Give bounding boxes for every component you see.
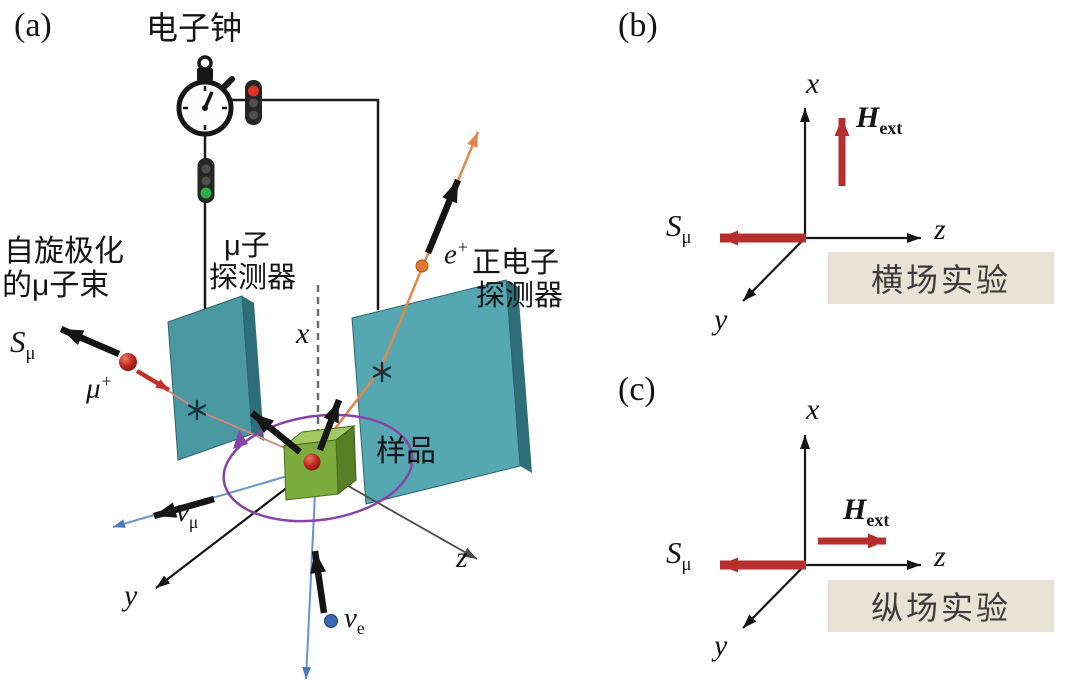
axis-y-label-c: y <box>714 629 728 662</box>
spin-label-b: Sμ <box>666 208 692 249</box>
muon-detector-label-line1: μ子 <box>224 230 270 262</box>
y-axis <box>155 469 311 589</box>
axis-z-label-c: z <box>934 540 946 573</box>
sample-label: 样品 <box>376 435 436 468</box>
muon-velocity-arrow <box>135 369 171 392</box>
positron-hit-mark <box>372 361 392 383</box>
axes-b <box>742 108 921 302</box>
muon-detector-panel <box>167 295 264 461</box>
field-label-b: Hext <box>856 101 903 138</box>
sample-arrow-up <box>316 398 343 452</box>
sample-arrow-upleft <box>249 410 303 455</box>
positron-detector-panel <box>351 279 532 505</box>
axis-z-label-b: z <box>934 213 946 246</box>
neutrino-momentum-arrow <box>310 550 328 614</box>
neutrino-track <box>302 471 317 680</box>
axis-x-label-a: x <box>296 317 310 350</box>
panel-b-tag: (b) <box>618 7 658 44</box>
positron-label: e+ <box>444 237 469 271</box>
stopwatch-icon <box>176 55 235 137</box>
sample-muon-dot <box>303 453 321 471</box>
muon-plus-label: μ+ <box>86 371 113 405</box>
muon-spin-arrow <box>59 326 121 357</box>
neutrino-particle <box>324 614 338 628</box>
panel-c-tag: (c) <box>618 371 656 408</box>
muon-beam-label-line1: 自旋极化 <box>4 235 124 268</box>
axis-x-label-b: x <box>806 67 820 100</box>
spin-label-c: Sμ <box>666 535 692 576</box>
muon-beam-label-line2: 的μ子束 <box>2 269 110 302</box>
axis-z-label-a: z <box>456 541 468 574</box>
muon-spin-label-a: Sμ <box>10 324 36 365</box>
positron-momentum-arrow <box>424 178 462 255</box>
panel-a-tag: (a) <box>14 7 52 44</box>
traffic-light-green-icon <box>197 158 215 203</box>
antineutrino-momentum-arrow <box>153 495 215 520</box>
positron-particle <box>415 259 429 273</box>
transverse-field-caption: 横场实验 <box>828 252 1054 304</box>
axis-x-label-c: x <box>806 393 820 426</box>
axis-y-label-b: y <box>714 303 728 336</box>
antineutrino-label: v̄μ <box>176 496 199 532</box>
positron-detector-label-line2: 探测器 <box>476 280 564 312</box>
electron-clock-label: 电子钟 <box>146 10 243 46</box>
field-label-c: Hext <box>843 493 890 530</box>
muon-particle <box>119 353 137 371</box>
neutrino-label: ve <box>344 602 365 638</box>
precession-ellipse <box>222 413 414 523</box>
traffic-light-red-icon <box>245 80 262 125</box>
axes-c <box>742 435 921 629</box>
muon-hit-mark <box>187 399 207 421</box>
positron-detector-label-line1: 正电子 <box>472 247 560 279</box>
axis-y-label-a: y <box>124 579 138 612</box>
longitudinal-field-caption: 纵场实验 <box>828 580 1054 632</box>
muon-detector-label-line2: 探测器 <box>209 262 297 294</box>
